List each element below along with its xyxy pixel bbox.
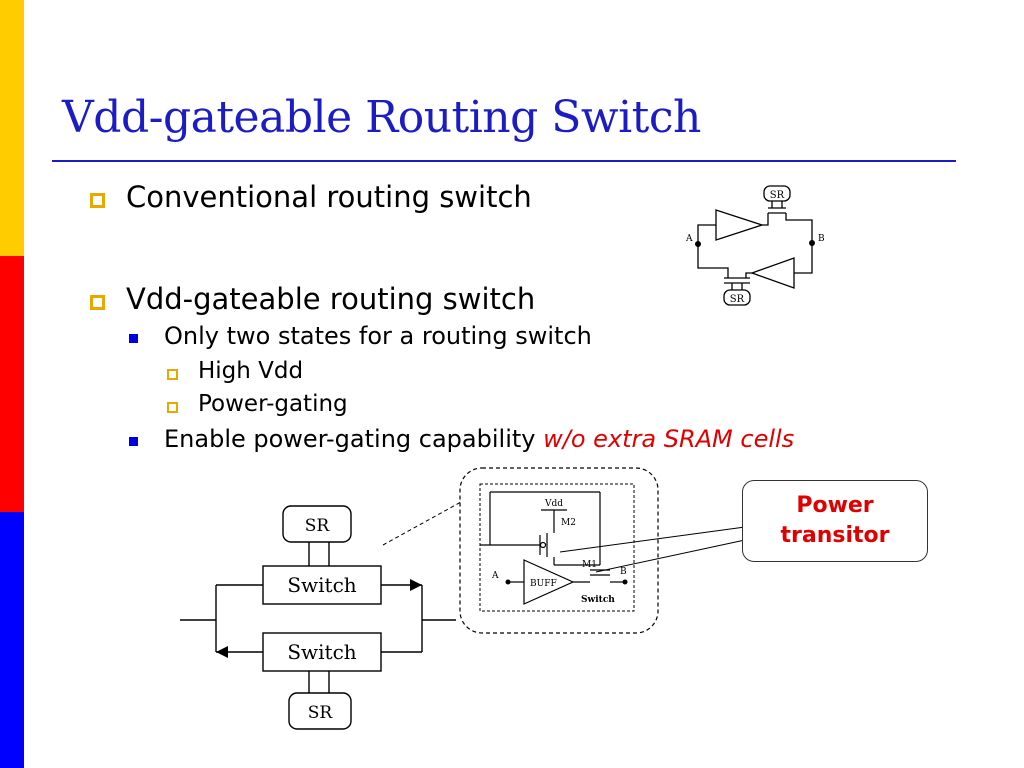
title-divider [52,160,956,162]
sr-label: SR [770,190,785,201]
bullet-square-icon [90,193,105,208]
bullet-power-gating: Power-gating [198,391,348,417]
sr-label: SR [308,703,334,723]
accent-bar-yellow [0,0,24,256]
sr-box-top [763,185,791,202]
arrow-right-icon [410,579,422,591]
buffer-reverse-icon [750,257,795,289]
buffer-forward-icon [715,209,765,241]
slide-title: Vdd-gateable Routing Switch [62,92,701,143]
sr-label: SR [305,516,331,536]
bullet-vdd-gateable: Vdd-gateable routing switch [126,282,536,316]
arrow-left-icon [216,646,228,658]
node-a-label: A [491,571,499,581]
bullet-enable-power-gating: Enable power-gating capability w/o extra… [164,425,794,453]
bullet-conventional: Conventional routing switch [126,180,532,214]
switch-caption: Switch [581,595,615,605]
bullet-two-states: Only two states for a routing switch [164,322,592,350]
conventional-switch-diagram: SR SR A B [685,185,825,306]
bullet-square-icon [90,295,105,310]
switch-label: Switch [287,640,356,664]
vdd-label: Vdd [544,499,563,509]
sr-box-bottom [288,692,352,730]
m1-label: M1 [582,560,597,570]
bullet-filled-square-icon [129,437,138,446]
node-b-label: B [818,234,825,244]
callout-line-2: transitor [780,523,890,548]
power-transistor-callout: Power transitor [742,480,928,562]
sr-box-top [282,505,352,543]
buffer-icon [523,559,575,605]
accent-bar-red [0,256,24,512]
bullet-square-icon [167,402,178,413]
switch-label: Switch [287,573,356,597]
sr-box-bottom [723,289,751,306]
bullet-emphasis: w/o extra SRAM cells [543,425,795,453]
switch-outline [479,483,635,612]
callout-line-1: Power [796,493,874,518]
zoom-bubble [459,467,659,634]
node-a-label: A [685,234,693,244]
m2-label: M2 [561,518,576,528]
sr-label: SR [730,294,745,305]
bullet-square-icon [167,369,178,380]
bullet-high-vdd: High Vdd [198,358,304,384]
bullet-text: Enable power-gating capability [164,425,544,453]
accent-bar-blue [0,512,24,768]
node-b-label: B [620,567,627,577]
bullet-filled-square-icon [129,334,138,343]
buff-label: BUFF [530,579,557,589]
switch-block-diagram: SR Switch Switch SR [180,505,456,730]
